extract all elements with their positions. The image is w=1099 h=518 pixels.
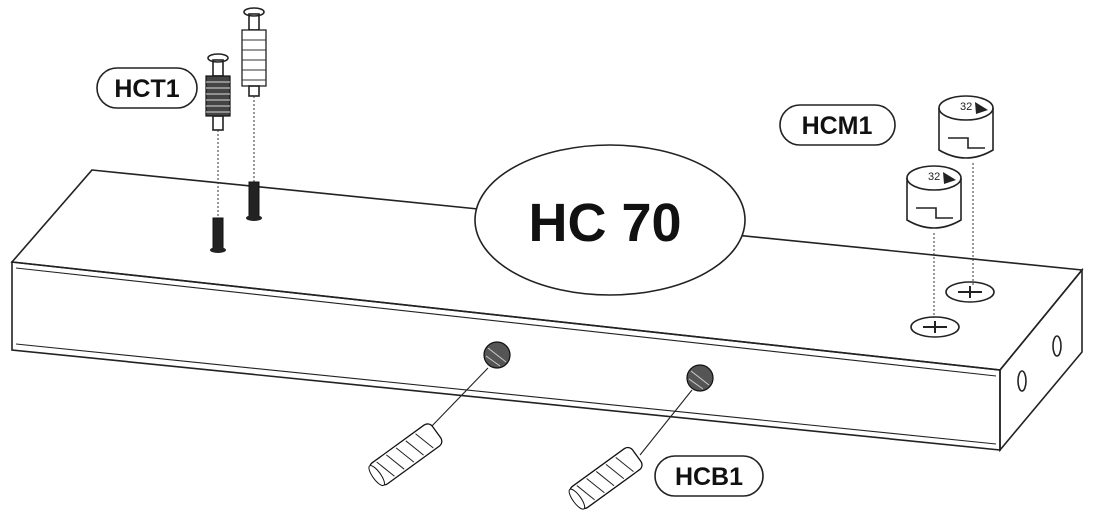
diagram-title: HC 70	[528, 193, 681, 253]
hcb1-plug-2	[568, 364, 714, 510]
hcm1-label: HCM1	[779, 104, 896, 146]
side-hole-1	[1017, 370, 1027, 392]
hct1-dowel-2	[241, 7, 267, 221]
hcb1-label-text: HCB1	[675, 463, 743, 491]
hct1-label: HCT1	[96, 67, 198, 109]
hcb1-plug-1	[368, 341, 511, 487]
side-hole-2	[1052, 335, 1062, 357]
cam-hole-1	[945, 281, 995, 303]
hcm1-cam-1-marking: 32	[960, 101, 972, 113]
title-badge: HC 70	[474, 144, 746, 296]
hcm1-label-text: HCM1	[802, 112, 873, 140]
hcm1-cam-1: 32	[938, 95, 994, 285]
board	[10, 169, 1084, 453]
hcm1-cam-2: 32	[906, 165, 962, 318]
hct1-dowel-1	[205, 53, 231, 253]
hcb1-label: HCB1	[654, 455, 764, 497]
hct1-label-text: HCT1	[114, 75, 179, 103]
hcm1-cam-2-marking: 32	[928, 171, 940, 183]
cam-hole-2	[910, 316, 960, 338]
